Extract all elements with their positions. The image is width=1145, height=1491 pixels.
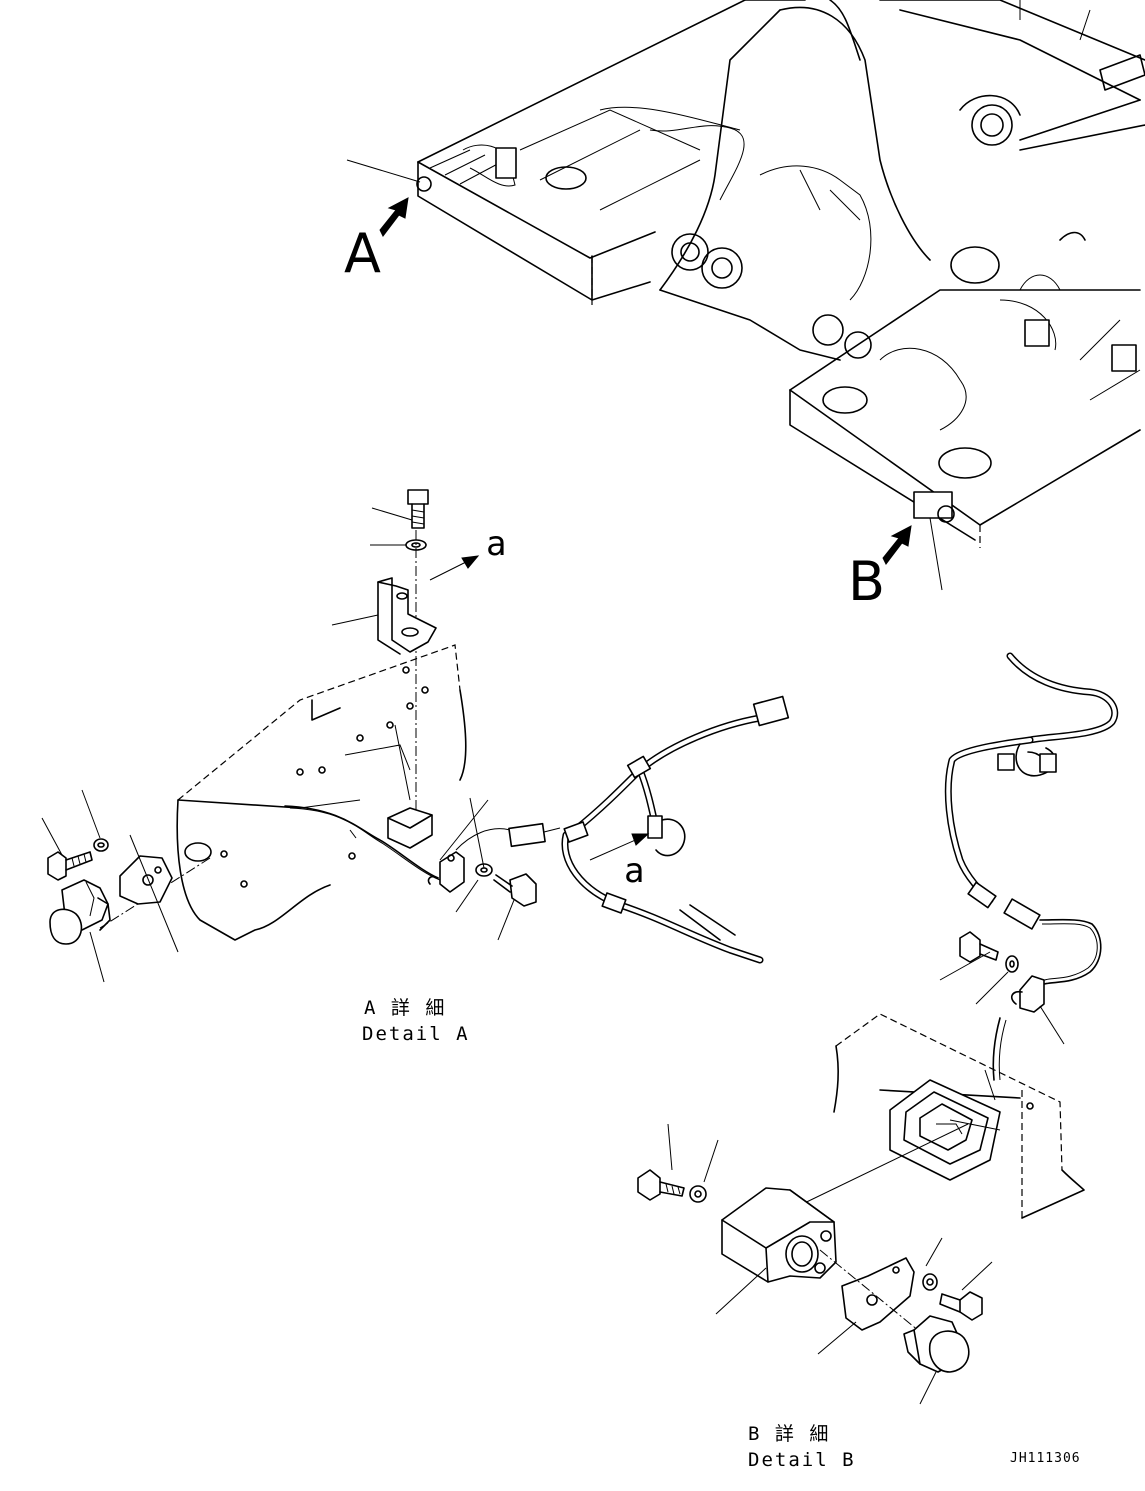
detail-a-title-jp: A 詳 細 <box>364 997 446 1019</box>
view-arrow-a <box>379 197 409 237</box>
view-label-a: A <box>344 222 381 285</box>
detail-b-title-jp: B 詳 細 <box>748 1423 830 1445</box>
arrow-label-a-lower: a <box>624 851 644 891</box>
view-label-b: B <box>848 550 885 613</box>
arrow-label-a-upper: a <box>486 524 506 564</box>
detail-b-title-en: Detail B <box>748 1449 856 1471</box>
machine-frame-overview <box>416 0 1145 548</box>
drawing-id: JH111306 <box>1010 1451 1081 1466</box>
wiring-harness-a: a <box>561 695 790 964</box>
view-arrow-b <box>882 525 912 565</box>
detail-b-assembly <box>637 652 1119 1405</box>
detail-a-assembly: a <box>41 489 561 983</box>
detail-a-title-en: Detail A <box>362 1023 470 1045</box>
